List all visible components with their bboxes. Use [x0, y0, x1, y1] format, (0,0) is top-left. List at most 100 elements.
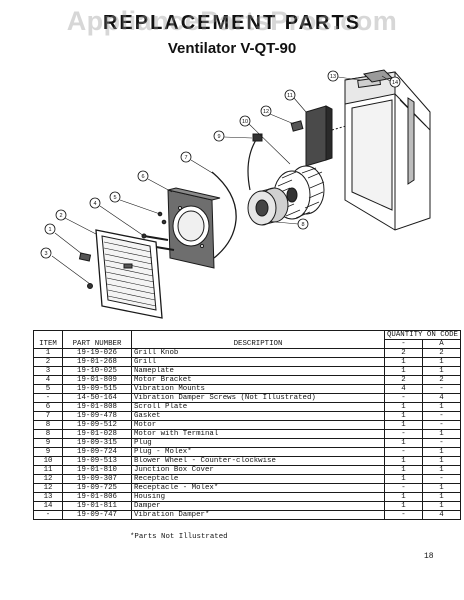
part-number-cell: 19-09-513	[62, 456, 132, 466]
item-cell: 2	[33, 357, 63, 367]
qty-dash-cell: 1	[384, 402, 423, 412]
callout-4: 4	[89, 197, 101, 209]
blower-wheel-drawing	[273, 165, 325, 220]
header-code-dash: -	[384, 339, 423, 349]
header-item: ITEM	[33, 330, 63, 349]
svg-text:3: 3	[44, 251, 47, 257]
qty-dash-cell: 1	[384, 456, 423, 466]
item-cell: 12	[33, 474, 63, 484]
svg-text:9: 9	[217, 134, 220, 140]
qty-dash-cell: -	[384, 429, 423, 439]
qty-a-cell: 1	[421, 492, 461, 502]
item-cell: 8	[33, 429, 63, 439]
item-cell: 1	[33, 348, 63, 358]
callout-9: 9	[213, 130, 225, 142]
qty-a-cell: 1	[421, 456, 461, 466]
svg-text:5: 5	[113, 195, 116, 201]
qty-dash-cell: 1	[384, 420, 423, 430]
item-cell: -	[33, 393, 63, 403]
part-number-cell: 19-01-811	[62, 501, 132, 511]
description-cell: Motor Bracket	[131, 375, 385, 385]
item-cell: 12	[33, 483, 63, 493]
item-cell: 11	[33, 465, 63, 475]
item-cell: -	[33, 510, 63, 520]
qty-a-cell: -	[421, 420, 461, 430]
svg-text:8: 8	[301, 222, 304, 228]
item-cell: 8	[33, 420, 63, 430]
part-number-cell: 19-09-307	[62, 474, 132, 484]
qty-dash-cell: 1	[384, 501, 423, 511]
qty-a-cell: -	[421, 474, 461, 484]
qty-a-cell: 4	[421, 393, 461, 403]
svg-text:6: 6	[141, 174, 144, 180]
description-cell: Motor	[131, 420, 385, 430]
callout-8: 8	[297, 218, 309, 230]
part-number-cell: 19-09-315	[62, 438, 132, 448]
description-cell: Motor with Terminal	[131, 429, 385, 439]
callout-3: 3	[40, 247, 52, 259]
footnote: *Parts Not Illustrated	[130, 533, 228, 541]
parts-table: ITEM PART NUMBER DESCRIPTION QUANTITY ON…	[33, 330, 461, 520]
part-number-cell: 19-09-478	[62, 411, 132, 421]
part-number-cell: 19-09-725	[62, 483, 132, 493]
callout-7: 7	[180, 151, 192, 163]
scroll-plate-drawing	[167, 187, 221, 269]
grill-drawing	[95, 229, 163, 319]
item-cell: 6	[33, 402, 63, 412]
svg-text:12: 12	[263, 109, 269, 115]
qty-dash-cell: 1	[384, 438, 423, 448]
description-cell: Grill Knob	[131, 348, 385, 358]
header-quantity: QUANTITY ON CODE	[384, 330, 461, 340]
item-cell: 14	[33, 501, 63, 511]
item-cell: 9	[33, 438, 63, 448]
item-cell: 7	[33, 411, 63, 421]
qty-a-cell: 2	[421, 348, 461, 358]
housing-drawing	[344, 71, 431, 231]
page-number: 18	[424, 552, 434, 561]
description-cell: Damper	[131, 501, 385, 511]
qty-a-cell: 1	[421, 465, 461, 475]
qty-dash-cell: 1	[384, 411, 423, 421]
part-number-cell: 19-01-808	[62, 402, 132, 412]
qty-a-cell: 4	[421, 510, 461, 520]
grill-knob-drawing	[78, 252, 93, 289]
description-cell: Plug	[131, 438, 385, 448]
qty-dash-cell: 1	[384, 465, 423, 475]
qty-a-cell: 1	[421, 357, 461, 367]
callout-2: 2	[55, 209, 67, 221]
callout-10: 10	[239, 115, 251, 127]
qty-a-cell: -	[421, 384, 461, 394]
part-number-cell: 19-09-724	[62, 447, 132, 457]
description-cell: Gasket	[131, 411, 385, 421]
qty-dash-cell: -	[384, 510, 423, 520]
part-number-cell: 19-01-268	[62, 357, 132, 367]
svg-text:2: 2	[59, 213, 62, 219]
description-cell: Scroll Plate	[131, 402, 385, 412]
description-cell: Grill	[131, 357, 385, 367]
description-cell: Housing	[131, 492, 385, 502]
description-cell: Vibration Damper*	[131, 510, 385, 520]
motor-drawing	[247, 187, 289, 226]
qty-a-cell: 1	[421, 402, 461, 412]
part-number-cell: 19-01-809	[62, 375, 132, 385]
part-number-cell: 19-09-515	[62, 384, 132, 394]
qty-dash-cell: 1	[384, 357, 423, 367]
part-number-cell: 14-50-164	[62, 393, 132, 403]
diagram-callouts: 1 2 3 4 5 6 7 8 9 10 11 12 13 14	[40, 70, 401, 259]
qty-dash-cell: -	[384, 483, 423, 493]
svg-text:11: 11	[287, 93, 293, 99]
qty-dash-cell: -	[384, 393, 423, 403]
